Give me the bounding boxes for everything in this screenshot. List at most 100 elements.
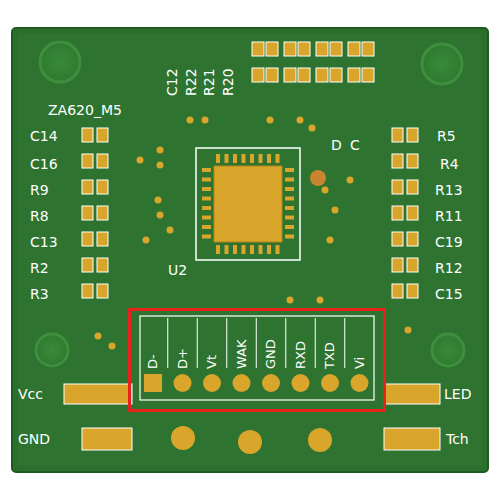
pcb-pad	[97, 258, 108, 272]
pcb-pad	[82, 206, 93, 220]
pcb-pad	[392, 154, 403, 168]
pcb-pad	[348, 68, 360, 82]
pcb-pad	[267, 154, 271, 163]
pcb-pad	[82, 180, 93, 194]
pcb-pad	[347, 177, 354, 184]
pcb-pad	[202, 197, 211, 201]
pcb-pad	[174, 374, 192, 392]
pin-label: Vi	[352, 357, 368, 369]
pcb-pad	[242, 245, 246, 254]
pcb-pad	[392, 258, 403, 272]
pcb-pad	[276, 154, 280, 163]
pcb-pad	[316, 42, 328, 56]
pcb-pad	[407, 284, 418, 298]
silkscreen-label: C	[350, 137, 360, 153]
pcb-pad	[392, 232, 403, 246]
pcb-pad	[285, 225, 294, 229]
pcb-pad	[250, 245, 254, 254]
silkscreen-label: C15	[435, 286, 463, 302]
pin-label: TXD	[322, 342, 338, 369]
pin-label: GND	[263, 339, 279, 369]
pcb-pad	[266, 42, 278, 56]
pcb-pad	[197, 318, 198, 368]
silkscreen-label: C12	[164, 68, 180, 96]
pcb-pad	[202, 187, 211, 191]
pcb-pad	[266, 68, 278, 82]
pcb-pad	[202, 216, 211, 220]
pcb-pad	[276, 245, 280, 254]
silkscreen-label: C14	[30, 128, 58, 144]
pin-label: WAK	[234, 339, 250, 369]
pcb-pad	[226, 318, 227, 368]
pcb-pad	[285, 197, 294, 201]
pcb-pad	[242, 154, 246, 163]
silkscreen-label: C19	[435, 234, 463, 250]
pcb-pad	[167, 318, 168, 368]
silkscreen-label: Vcc	[18, 386, 43, 402]
pcb-pad	[233, 374, 251, 392]
pcb-pad	[259, 154, 263, 163]
pcb-pad	[82, 284, 93, 298]
silkscreen-label: U2	[168, 262, 187, 278]
silkscreen-label: LED	[444, 386, 471, 402]
pcb-pad	[82, 128, 93, 142]
pcb-pad	[321, 374, 339, 392]
pcb-pad	[157, 162, 164, 169]
pcb-pad	[97, 284, 108, 298]
silkscreen-label: R5	[437, 128, 456, 144]
pcb-pad	[407, 258, 418, 272]
pcb-pad	[362, 68, 374, 82]
pcb-pad	[267, 117, 274, 124]
pcb-pad	[97, 206, 108, 220]
pcb-pad	[202, 178, 211, 182]
silkscreen-label: R9	[30, 182, 49, 198]
pcb-pad	[392, 180, 403, 194]
pcb-pad	[225, 154, 229, 163]
pcb-pad	[407, 180, 418, 194]
pcb-pad	[233, 245, 237, 254]
pcb-pad	[407, 154, 418, 168]
pcb-pad	[216, 245, 220, 254]
pcb-pad	[82, 232, 93, 246]
pcb-pad	[167, 227, 174, 234]
pcb-pad	[143, 237, 150, 244]
pcb-pad	[309, 125, 316, 132]
silkscreen-label: R21	[201, 68, 217, 96]
pcb-pad	[157, 147, 164, 154]
pcb-pad	[298, 42, 310, 56]
pcb-pad	[344, 318, 345, 368]
silkscreen-label: R13	[435, 182, 463, 198]
pcb-pad	[392, 206, 403, 220]
silkscreen-label: ZA620_M5	[48, 102, 122, 118]
pcb-pad	[155, 197, 162, 204]
pcb-pad	[250, 154, 254, 163]
pcb-pad	[202, 235, 211, 239]
pcb-pad	[285, 318, 286, 368]
pcb-pad	[284, 68, 296, 82]
silkscreen-label: GND	[18, 431, 50, 447]
pcb-pad	[97, 128, 108, 142]
pcb-pad	[97, 154, 108, 168]
pcb-pad	[392, 284, 403, 298]
pcb-pad	[225, 245, 229, 254]
silkscreen-label: R20	[220, 68, 236, 96]
pcb-pad	[330, 42, 342, 56]
pcb-pad	[202, 206, 211, 210]
pcb-pad	[97, 232, 108, 246]
pcb-pad	[259, 245, 263, 254]
pcb-pad	[285, 206, 294, 210]
silkscreen-label: R12	[435, 260, 463, 276]
silkscreen-label: R8	[30, 208, 49, 224]
pcb-pad	[202, 168, 211, 172]
pcb-pad	[407, 128, 418, 142]
pcb-pad	[202, 117, 209, 124]
pcb-pad	[332, 207, 339, 214]
pcb-pad	[297, 117, 304, 124]
pcb-pad	[405, 327, 412, 334]
pcb-pad	[216, 154, 220, 163]
pcb-pad	[82, 154, 93, 168]
pcb-pad	[285, 187, 294, 191]
pcb-pad	[187, 117, 194, 124]
silkscreen-label: R3	[30, 286, 49, 302]
